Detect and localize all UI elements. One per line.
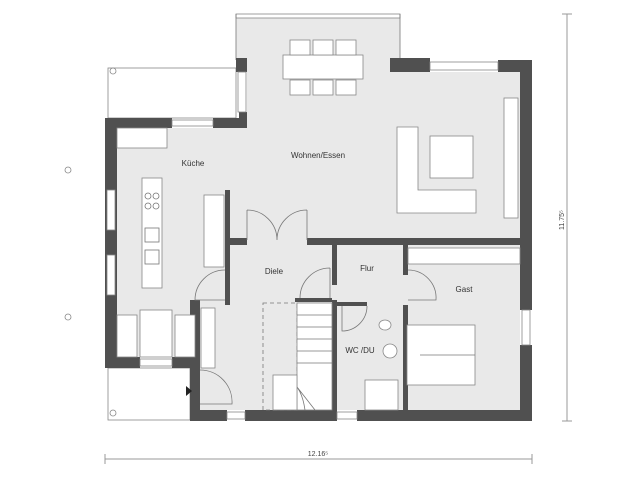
floor-areas [117, 13, 520, 410]
sideboard [503, 97, 519, 219]
kitchen-table [139, 309, 173, 358]
sink [382, 343, 398, 359]
dimension-lines [104, 13, 572, 464]
doors[interactable] [194, 209, 437, 405]
depth-dimension: 11.75⁵ [559, 210, 566, 230]
post-marker [64, 166, 72, 174]
room-label-kitchen: Küche [182, 159, 205, 168]
walls [105, 58, 532, 421]
wardrobe [200, 307, 216, 369]
kitchen-cabinet [203, 194, 225, 268]
terrace-top-left [107, 67, 237, 119]
dining-table [282, 54, 364, 80]
room-label-living: Wohnen/Essen [291, 151, 345, 160]
guest-wardrobe [407, 247, 521, 265]
post-marker [109, 409, 117, 417]
terrace-entry [107, 367, 191, 421]
post-marker [64, 313, 72, 321]
kitchen-counter [116, 127, 168, 149]
room-label-bath: WC /DU [345, 346, 375, 355]
room-label-corridor: Flur [360, 264, 374, 273]
width-dimension: 12.16⁵ [308, 451, 329, 458]
room-label-guest: Gast [456, 285, 474, 294]
staircase [296, 302, 333, 411]
post-marker [109, 67, 117, 75]
shower [364, 379, 399, 411]
room-label-hall: Diele [265, 267, 284, 276]
furniture [116, 39, 521, 411]
toilet [378, 319, 392, 331]
sofa [396, 126, 477, 214]
entrance-arrow-icon [186, 386, 192, 396]
kitchen-island [141, 177, 163, 289]
windows [106, 61, 531, 420]
coffee-table [429, 135, 474, 179]
